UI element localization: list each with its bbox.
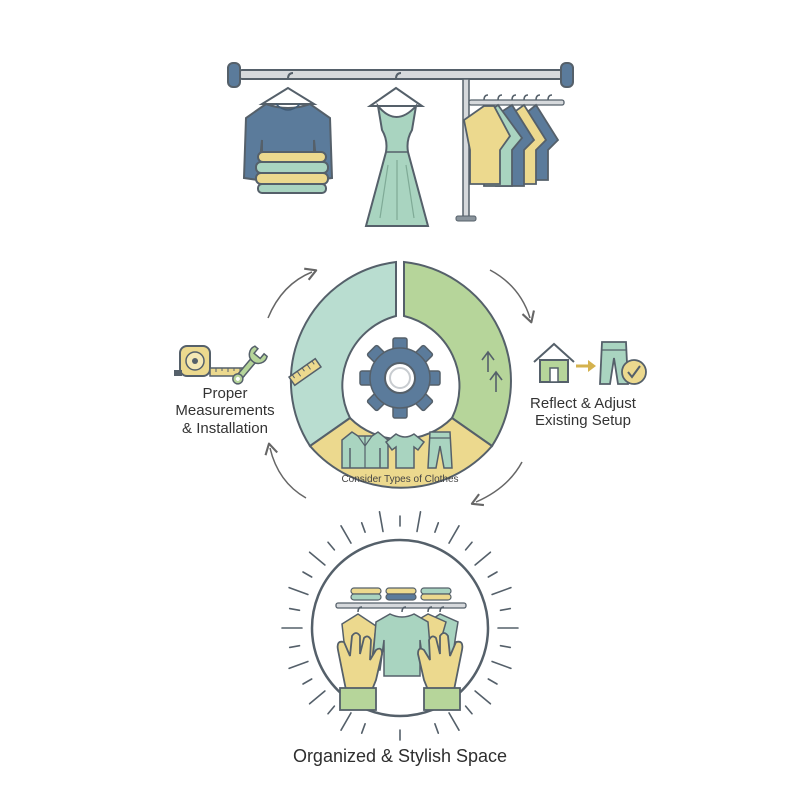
- cycle-arrow-bottom-right: [470, 461, 523, 507]
- sunburst-rays: [281, 510, 519, 741]
- sunburst-ray: [288, 660, 309, 670]
- sunburst-ray: [302, 571, 313, 578]
- reflect-adjust-label-line-2: Existing Setup: [535, 412, 631, 430]
- organized-space-label: Organized & Stylish Space: [292, 746, 508, 766]
- sunburst-ray: [360, 521, 366, 534]
- sunburst-ray: [487, 678, 498, 685]
- sunburst-ray: [378, 510, 384, 533]
- sunburst-ray: [434, 521, 440, 534]
- organized-space-illustration: [281, 510, 519, 741]
- sunburst-ray: [499, 607, 512, 612]
- right-hand-icon: [417, 632, 464, 711]
- folded-stacks-top: [350, 587, 452, 601]
- up-arrows-icon: [481, 350, 503, 392]
- sunburst-ray: [308, 551, 326, 566]
- sunburst-ray: [340, 524, 352, 544]
- sunburst-ray: [340, 712, 352, 732]
- measurement-tools: [174, 345, 268, 385]
- sunburst-ray: [288, 607, 301, 612]
- sunburst-ray: [474, 690, 492, 705]
- clothes-types-label: Consider Types of Clothes: [341, 474, 459, 485]
- sunburst-ray: [434, 722, 440, 735]
- sunburst-ray: [288, 644, 301, 649]
- sunburst-ray: [491, 660, 512, 670]
- sunburst-ray: [448, 712, 460, 732]
- tshirt-icon: [384, 433, 426, 469]
- jacket-icon: [341, 431, 389, 469]
- rod-bracket-left: [227, 62, 241, 88]
- adjust-icons: [533, 341, 647, 385]
- gear-icon: [359, 337, 441, 419]
- tape-measure-icon: [174, 345, 245, 377]
- wrench-icon: [232, 345, 268, 385]
- sunburst-ray: [327, 705, 336, 715]
- left-hand-icon: [336, 632, 383, 711]
- cycle-arrow-bottom-left: [264, 442, 307, 499]
- sunburst-ray: [487, 571, 498, 578]
- measurements-label-line-2: Measurements: [175, 402, 275, 420]
- sunburst-ray: [448, 524, 460, 544]
- sunburst-ray: [302, 678, 313, 685]
- process-cycle: [264, 260, 535, 507]
- ruler-icon: [287, 357, 323, 387]
- cycle-arrow-top-left: [267, 267, 318, 319]
- sunburst-ray: [491, 586, 512, 596]
- clothing-rack-illustration: [227, 62, 574, 227]
- rack-post-foot: [455, 215, 477, 222]
- sunburst-ray: [416, 510, 422, 533]
- dress-on-hanger: [364, 72, 430, 227]
- rod-bracket-right: [560, 62, 574, 88]
- organized-rod: [335, 602, 467, 609]
- hanging-shirts-row: [463, 94, 560, 187]
- sunburst-ray: [327, 541, 336, 551]
- cycle-arrow-top-right: [489, 269, 535, 324]
- sunburst-ray: [360, 722, 366, 735]
- sunburst-ray: [474, 551, 492, 566]
- measurements-label-line-3: & Installation: [182, 419, 268, 437]
- reflect-adjust-label-line-1: Reflect & Adjust: [530, 395, 636, 412]
- sunburst-ray: [464, 541, 473, 551]
- folded-clothes-stack: [255, 151, 329, 194]
- rack-small-rod: [468, 99, 565, 106]
- sunburst-ray: [288, 586, 309, 596]
- rack-post: [462, 78, 470, 220]
- sunburst-ray: [308, 690, 326, 705]
- adjust-segment: [403, 260, 512, 448]
- measurement-segment: [289, 260, 397, 448]
- measurements-label-line-1: Proper: [202, 385, 248, 402]
- sunburst-ray: [464, 705, 473, 715]
- sunburst-ray: [499, 644, 512, 649]
- measurements-label: Proper Measurements & Installation: [150, 385, 300, 437]
- arrow-right-icon: [576, 360, 596, 372]
- house-icon: [533, 342, 575, 383]
- pants-icon: [427, 431, 453, 469]
- reflect-adjust-label: Reflect & Adjust Existing Setup: [508, 395, 658, 430]
- pants-check-icon: [599, 341, 647, 385]
